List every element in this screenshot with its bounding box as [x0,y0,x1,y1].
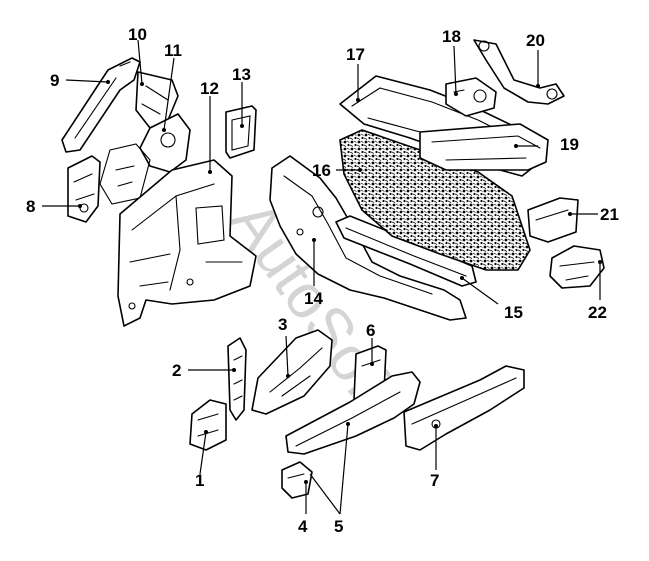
callout-19: 19 [560,135,579,154]
part-12-side-member [117,159,257,327]
callout-15: 15 [504,303,523,322]
part-8-bracket [67,155,101,223]
callout-13: 13 [232,65,251,84]
callout-9: 9 [50,71,59,90]
callout-18: 18 [442,27,461,46]
callout-8: 8 [26,197,35,216]
callout-10: 10 [128,25,147,44]
callout-7: 7 [430,471,439,490]
callout-16: 16 [312,161,331,180]
callout-17: 17 [346,45,365,64]
part-19-cowl-box [419,123,549,171]
part-20-wiper-linkage [473,39,565,105]
part-13-gusset [225,105,257,159]
callout-5: 5 [334,517,343,536]
part-1-plate [189,399,227,451]
part-2-vertical-bracket [227,337,247,421]
part-11-strut-tower [99,113,191,205]
callout-22: 22 [588,303,607,322]
callout-2: 2 [172,361,181,380]
leader-lines [42,39,602,515]
part-3-wheelhouse-panel [251,329,333,415]
callout-21: 21 [600,205,619,224]
callout-14: 14 [304,289,323,308]
part-5-lower-side-member [285,371,421,455]
callout-6: 6 [366,321,375,340]
callout-20: 20 [526,31,545,50]
part-15-dash-crossmember [335,215,477,287]
part-4-clip [281,461,313,499]
callout-4: 4 [298,517,308,536]
part-7-rear-member [403,365,525,451]
part-14-dash-lower [269,155,467,321]
callout-11: 11 [164,41,182,60]
callout-labels: 1 2 3 4 5 6 7 8 9 10 11 12 13 14 15 16 1… [26,25,619,536]
callout-3: 3 [278,315,287,334]
part-22-corner-bracket [549,245,605,289]
part-21-side-bracket [527,197,579,243]
part-18-wiper-bracket [445,77,497,117]
part-9-upper-rail [61,57,141,153]
callout-1: 1 [195,471,204,490]
callout-12: 12 [200,79,219,98]
